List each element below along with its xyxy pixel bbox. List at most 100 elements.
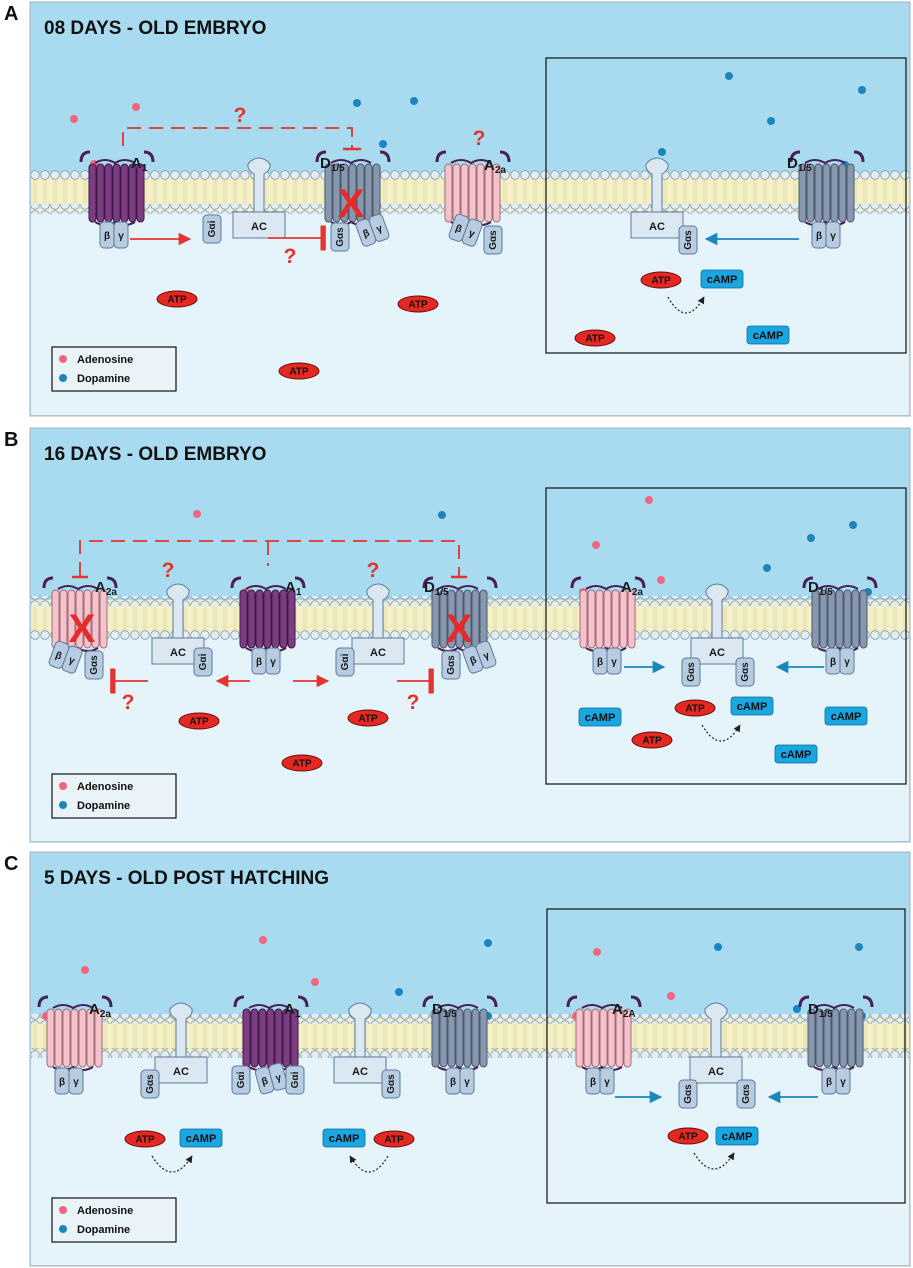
camp-molecule: cAMP [179, 1128, 223, 1148]
g-alpha-label: Gαs [335, 227, 346, 247]
atp-ellipse [281, 754, 323, 772]
atp-ellipse [178, 712, 220, 730]
atp-label: ATP [408, 300, 428, 311]
g-gamma [68, 1067, 84, 1095]
conversion-arrow [693, 1152, 735, 1170]
transmembrane-helix [431, 589, 440, 649]
transmembrane-helix [136, 163, 145, 223]
transmembrane-helix [839, 1008, 848, 1068]
g-beta-label: β [261, 1076, 270, 1088]
question-mark: ? [162, 559, 175, 582]
transmembrane-helix [239, 589, 248, 649]
g-alpha-s: Gαs [678, 1079, 698, 1109]
g-gamma [599, 1067, 615, 1095]
g-gamma-label: γ [375, 223, 384, 235]
ac-label: AC [170, 647, 186, 659]
transmembrane-helix [579, 589, 588, 649]
g-alpha-body [330, 222, 350, 252]
extracellular-loop [330, 159, 372, 165]
extracellular-loop [42, 576, 54, 589]
g-alpha-label: Gαs [488, 230, 499, 250]
transmembrane-helix [460, 163, 469, 223]
camp-box [578, 707, 622, 727]
g-alpha-s: Gαs [84, 650, 104, 680]
transmembrane-helix [128, 163, 137, 223]
d15-receptor [422, 995, 498, 1071]
camp-label: cAMP [781, 749, 812, 761]
g-alpha-label: Gαs [683, 1084, 694, 1104]
g-gamma-label: γ [604, 1077, 610, 1088]
transmembrane-helix [455, 1008, 464, 1068]
g-gamma-label: γ [482, 650, 491, 662]
transmembrane-helix [843, 589, 852, 649]
g-gamma [475, 640, 497, 669]
transmembrane-helix [822, 163, 831, 223]
ac-label: AC [370, 647, 386, 659]
transmembrane-helix [591, 1008, 600, 1068]
extracellular-loop [233, 995, 245, 1008]
g-alpha-label: Gαs [686, 662, 697, 682]
g-gamma [368, 213, 390, 242]
adenosine-molecule [645, 496, 653, 504]
g-alpha-s: Gαs [678, 225, 698, 255]
camp-box [746, 325, 790, 345]
atp-label: ATP [289, 367, 309, 378]
transmembrane-helix [242, 1008, 251, 1068]
legend-adenosine-dot [59, 782, 67, 790]
transmembrane-helix [463, 1008, 472, 1068]
panel-title: 5 DAYS - OLD POST HATCHING [44, 868, 329, 889]
conversion-arrow [349, 1155, 389, 1173]
dopamine-molecule [858, 86, 866, 94]
transmembrane-helix [112, 163, 121, 223]
transmembrane-helix [94, 1008, 103, 1068]
dopamine-molecule [395, 988, 403, 996]
camp-label: cAMP [186, 1133, 217, 1145]
extracellular-loop [437, 585, 479, 591]
legend-dopamine-label: Dopamine [77, 373, 130, 385]
panel-letter: A [4, 3, 18, 25]
ac-label: AC [709, 647, 725, 659]
atp-ellipse [397, 295, 439, 313]
transmembrane-helix [811, 589, 820, 649]
atp-molecule: ATP [574, 329, 616, 347]
atp-label: ATP [585, 334, 605, 345]
g-beta-label: β [450, 1077, 456, 1088]
g-alpha-body [84, 650, 104, 680]
g-alpha-body [441, 650, 461, 680]
atp-label: ATP [358, 714, 378, 725]
g-alpha-i: Gαi [335, 647, 355, 677]
question-mark: ? [234, 104, 247, 127]
g-alpha-label: Gαs [683, 230, 694, 250]
camp-box [179, 1128, 223, 1148]
legend-box [51, 773, 177, 819]
blocked-mark: X [69, 607, 96, 651]
transmembrane-helix [846, 163, 855, 223]
camp-box [774, 744, 818, 764]
transmembrane-helix [851, 589, 860, 649]
transmembrane-helix [471, 1008, 480, 1068]
transmembrane-helix [838, 163, 847, 223]
g-beta-label: β [469, 655, 479, 667]
g-alpha-label: Gαi [340, 653, 351, 670]
dashed-inhibition [122, 127, 353, 148]
dopamine-molecule [849, 521, 857, 529]
extracellular-loop [294, 576, 306, 589]
transmembrane-helix [54, 1008, 63, 1068]
g-gamma-label: γ [73, 1077, 79, 1088]
ac-label: AC [352, 1066, 368, 1078]
g-gamma [606, 647, 622, 675]
g-alpha-body [678, 225, 698, 255]
extracellular-loop [52, 1004, 94, 1010]
transmembrane-helix [104, 163, 113, 223]
legend-dopamine-dot [59, 1225, 67, 1233]
transmembrane-helix [332, 163, 341, 223]
g-alpha-label: Gαs [740, 662, 751, 682]
g-alpha-body [735, 657, 755, 687]
extracellular-loop [435, 150, 447, 163]
extracellular-loop [106, 576, 118, 589]
